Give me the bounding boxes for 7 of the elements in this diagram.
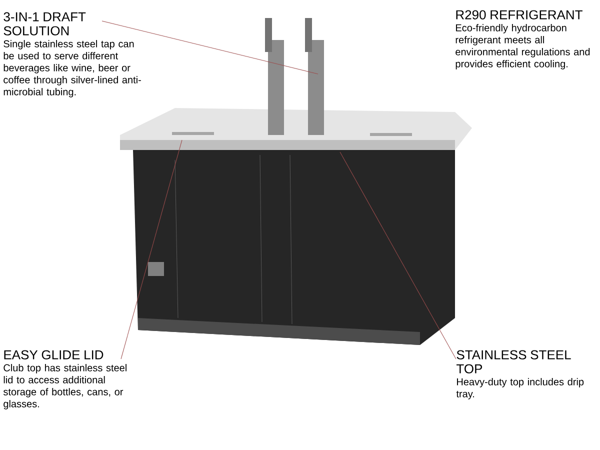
- callout-text: EASY GLIDE LID Club top has stainless steel lid to access additional storage of bottles, cans, or glasses.: [3, 350, 126, 410]
- leader-line: [340, 152, 456, 360]
- leader-line: [102, 20, 318, 74]
- leader-line: [120, 140, 182, 360]
- callout-text: STAINLESS STEEL TOP Heavy-duty top includes drip tray.: [456, 350, 584, 400]
- callout-text: R290 REFRIGERANT Eco-friendly hydrocarbon refrigerant meets all environmental regulations and provides efficient cooling.: [456, 10, 590, 70]
- callout-text: 3-IN-1 DRAFT SOLUTION Single stainless steel tap can be used to serve different beverages like wine, beer or coffee through silver-lined anti-microbial tubing.: [4, 12, 141, 98]
